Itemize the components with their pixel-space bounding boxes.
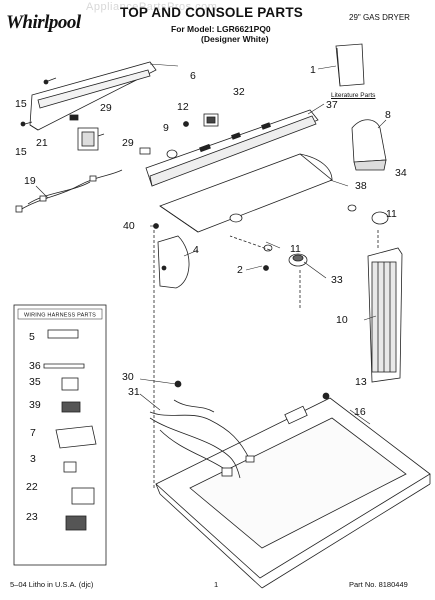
part-right-end-cap xyxy=(351,119,387,171)
wiring-harness-box: WIRING HARNESS PARTS xyxy=(13,304,107,566)
callout-40: 40 xyxy=(123,220,135,232)
footer-part-number: Part No. 8180449 xyxy=(349,580,408,589)
part-switch xyxy=(69,114,105,151)
callout-13: 13 xyxy=(355,376,367,388)
part-screws xyxy=(20,77,57,127)
callout-10: 10 xyxy=(336,314,348,326)
callout-11a: 11 xyxy=(290,243,301,255)
footer-litho: 5–04 Litho in U.S.A. (djc) xyxy=(10,580,94,589)
part-small-components xyxy=(139,113,219,159)
watermark: AppliancePartsPros.com xyxy=(86,1,218,13)
callout-37: 37 xyxy=(326,99,338,111)
callout-4: 4 xyxy=(193,244,199,256)
callout-9: 9 xyxy=(163,122,169,134)
callout-33: 33 xyxy=(331,274,343,286)
wiring-box-title: WIRING HARNESS PARTS xyxy=(24,313,96,319)
callout-31: 31 xyxy=(128,386,140,398)
callout-32: 32 xyxy=(233,86,245,98)
callout-38: 38 xyxy=(355,180,367,192)
literature-parts-label: Literature Parts xyxy=(331,92,376,99)
dryer-type: 29" GAS DRYER xyxy=(349,13,410,22)
callout-3: 3 xyxy=(30,453,36,465)
part-wire-harness-loose xyxy=(15,169,123,213)
brand-logo: Whirlpool xyxy=(6,12,81,33)
callout-23: 23 xyxy=(26,511,38,523)
model-number: For Model: LGR6621PQ0 xyxy=(171,24,271,34)
part-console-front xyxy=(159,153,333,233)
callout-21: 21 xyxy=(36,137,48,149)
model-color: (Designer White) xyxy=(201,34,269,44)
part-console-back xyxy=(145,109,319,187)
callout-15a: 15 xyxy=(15,98,27,110)
callout-29b: 29 xyxy=(122,137,134,149)
part-literature xyxy=(335,43,365,87)
callout-11b: 11 xyxy=(386,208,397,220)
callout-7: 7 xyxy=(30,427,36,439)
callout-12: 12 xyxy=(177,101,189,113)
leader-lines xyxy=(153,230,379,490)
callout-36: 36 xyxy=(29,360,41,372)
callout-16: 16 xyxy=(354,406,366,418)
part-end-cap xyxy=(153,223,190,289)
callout-30: 30 xyxy=(122,371,134,383)
callout-2: 2 xyxy=(237,264,243,276)
callout-8: 8 xyxy=(385,109,391,121)
callout-22: 22 xyxy=(26,481,38,493)
footer-page-number: 1 xyxy=(214,580,219,589)
part-rear-console-panel xyxy=(29,61,157,131)
callout-5: 5 xyxy=(29,331,35,343)
callout-34: 34 xyxy=(395,167,407,179)
callout-39: 39 xyxy=(29,399,41,411)
callout-29a: 29 xyxy=(100,102,112,114)
part-lint-screen xyxy=(367,247,403,383)
callout-15b: 15 xyxy=(15,146,27,158)
part-top-panel xyxy=(155,392,431,589)
callout-6: 6 xyxy=(190,70,196,82)
callout-leaders xyxy=(35,63,387,425)
page-title: TOP AND CONSOLE PARTS xyxy=(120,5,303,20)
callout-35: 35 xyxy=(29,376,41,388)
part-main-harness xyxy=(149,380,255,479)
callout-19: 19 xyxy=(24,175,36,187)
callout-1: 1 xyxy=(310,64,316,76)
